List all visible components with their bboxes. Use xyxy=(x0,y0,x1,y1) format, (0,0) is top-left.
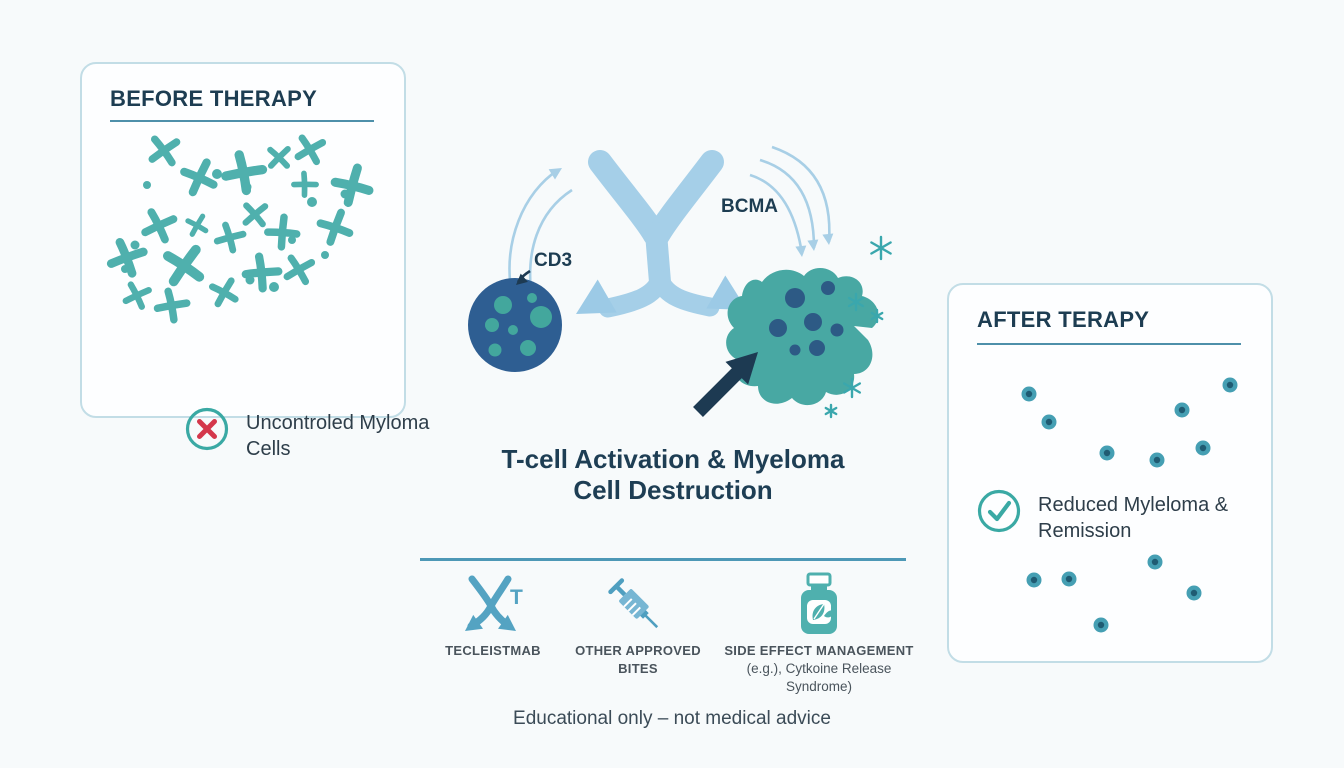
cd3-label: CD3 xyxy=(534,250,572,271)
diagram-title: T-cell Activation & Myeloma Cell Destruc… xyxy=(438,444,908,506)
checkmark-circle-icon xyxy=(977,489,1021,533)
before-panel-title: BEFORE THERAPY xyxy=(110,86,318,111)
legend-label-other-bites-line2: BITES xyxy=(618,661,658,676)
legend-label-teclistamab: TECLEISTMAB xyxy=(445,643,541,658)
attack-arrow xyxy=(693,352,758,417)
bcma-label: BCMA xyxy=(721,196,778,217)
disclaimer-text: Educational only – not medical advice xyxy=(513,708,831,729)
mechanism-diagram: CD3 BCMA xyxy=(468,145,892,419)
antibody-icon: T xyxy=(465,575,523,631)
antibody-icon-letter: T xyxy=(510,586,523,609)
before-title-underline xyxy=(110,120,374,122)
left-motion-arcs xyxy=(508,168,573,299)
after-caption: Reduced Myleloma & Remission xyxy=(976,488,1266,544)
after-caption-text: Reduced Myleloma & Remission xyxy=(1038,494,1229,542)
legend-label-side-effects-line2: (e.g.), Cytkoine Release Syndrome) xyxy=(746,661,892,694)
before-therapy-panel: BEFORE THERAPY Uncontroled Myloma Cells xyxy=(80,62,429,460)
myeloma-cells-scatter xyxy=(106,134,374,324)
t-cell xyxy=(468,278,562,372)
before-caption: Uncontroled Myloma Cells xyxy=(184,406,484,462)
medicine-bottle-icon xyxy=(801,572,837,634)
after-therapy-panel: AFTER TERAPY xyxy=(947,283,1273,663)
cd3-pointer-arrow xyxy=(516,269,531,285)
diagram-title-line2: Cell Destruction xyxy=(573,475,773,505)
bispecific-antibody-shape xyxy=(576,150,747,318)
diagram-title-line1: T-cell Activation & Myeloma xyxy=(501,444,845,474)
reduced-cells-scatter xyxy=(1021,377,1238,633)
myeloma-cell xyxy=(726,267,879,406)
legend-label-other-bites-line1: OTHER APPROVED xyxy=(575,643,701,658)
syringe-icon xyxy=(608,578,659,629)
sparkle-stars xyxy=(824,235,892,419)
crossed-circle-icon xyxy=(185,407,229,451)
antibody-left-arrowhead xyxy=(576,279,617,314)
legend-item-side-effects: SIDE EFFECT MANAGEMENT (e.g.), Cytkoine … xyxy=(712,570,926,696)
legend-item-other-bites: OTHER APPROVED BITES xyxy=(568,570,708,678)
right-motion-arcs xyxy=(749,145,834,257)
after-panel-title: AFTER TERAPY xyxy=(977,307,1150,332)
legend-divider xyxy=(420,558,906,561)
legend-label-side-effects-line1: SIDE EFFECT MANAGEMENT xyxy=(724,643,914,658)
after-title-underline xyxy=(977,343,1241,345)
legend-item-teclistamab: T TECLEISTMAB xyxy=(418,570,568,660)
before-caption-text: Uncontroled Myloma Cells xyxy=(246,412,430,460)
antibody-right-arrowhead xyxy=(706,275,747,310)
